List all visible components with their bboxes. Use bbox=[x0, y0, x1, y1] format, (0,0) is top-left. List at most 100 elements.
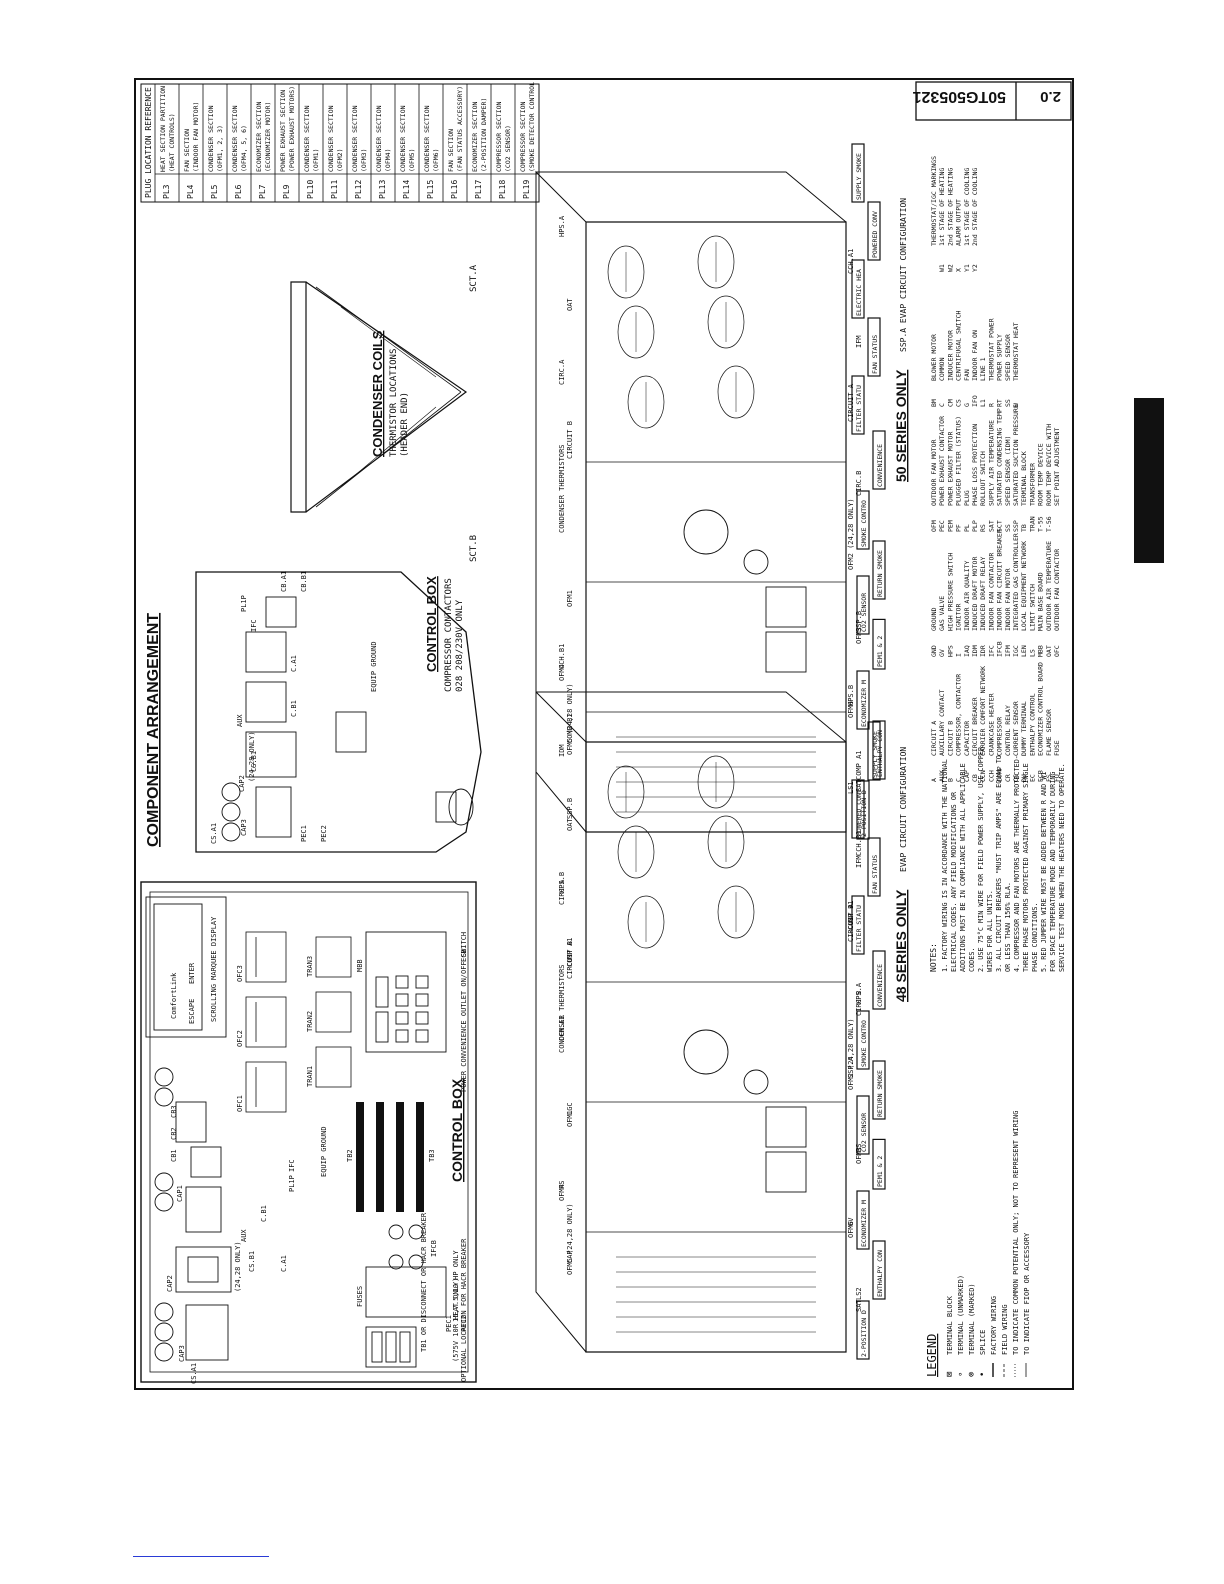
abbrev-meaning: ECONOMIZER CONTROL BOARD bbox=[1037, 662, 1045, 756]
legend: LEGEND⊠TERMINAL BLOCK∘TERMINAL (UNMARKED… bbox=[925, 1111, 1031, 1377]
abbrev-meaning: INDOOR FAN CONTACTOR bbox=[987, 553, 995, 631]
abbrev-meaning: CIRCUIT B bbox=[946, 721, 954, 756]
legend-text: TERMINAL BLOCK bbox=[946, 1295, 954, 1355]
abbrev-meaning: CONTROL RELAY bbox=[1004, 705, 1012, 756]
abbrev-meaning: LOCAL EQUIPMENT NETWORK bbox=[1020, 541, 1028, 631]
condenser-coils-subtitle: THERMISTOR LOCATIONS bbox=[389, 349, 399, 457]
abbrev-code: Y2 bbox=[971, 264, 979, 272]
unit-caption: 50 SERIES ONLY bbox=[893, 369, 909, 482]
cbr-label: CAP3 bbox=[240, 819, 248, 836]
note-line: SERVICE TEST MODE WHEN THE HEATERS NEED … bbox=[1058, 763, 1066, 972]
note-line: THREE PHASE MOTORS PROTECTED AGAINST PRI… bbox=[1022, 763, 1030, 972]
plug-desc: CONDENSER SECTION bbox=[231, 105, 239, 172]
cbr-label: PL1P bbox=[240, 595, 248, 612]
abbrev-code: C bbox=[938, 403, 946, 407]
contactors bbox=[245, 931, 287, 1113]
callout-box bbox=[856, 1300, 870, 1360]
cbl-label: ECB bbox=[460, 949, 468, 962]
cbl-label: IFC bbox=[288, 1159, 296, 1172]
callout-box bbox=[872, 720, 886, 780]
cbl-label: OFC2 bbox=[236, 1030, 244, 1047]
abbrev-meaning: THERMOSTAT HEAT bbox=[1012, 322, 1020, 381]
abbrev-meaning: COMMON bbox=[938, 357, 946, 381]
plug-code: PL4 bbox=[186, 184, 195, 199]
callout-label: ECONOMIZER M bbox=[860, 680, 868, 727]
abbrev-meaning: 1st STAGE OF HEATING bbox=[938, 168, 946, 246]
callout-label: FILTER STATU bbox=[855, 905, 863, 952]
plug-code: PL19 bbox=[522, 180, 531, 199]
abbrev-meaning: INDOOR FAN CIRCUIT BREAKER bbox=[996, 529, 1004, 631]
page-title: COMPONENT ARRANGEMENT bbox=[145, 613, 162, 847]
abbrev-meaning: INTEGRATED GAS CONTROLLER bbox=[1012, 533, 1020, 631]
component-label: OFM4 bbox=[558, 1184, 566, 1201]
cbl-label: SCROLLING MARQUEE DISPLAY bbox=[210, 916, 218, 1022]
abbrev-meaning: INDOOR FAN ON bbox=[971, 330, 979, 381]
callout-box bbox=[867, 721, 881, 781]
component-label: OFM6 bbox=[847, 701, 855, 718]
note-line: 1. FACTORY WIRING IS IN ACCORDANCE WITH … bbox=[941, 759, 949, 972]
note-line: 3. ALL CIRCUIT BREAKERS "MUST TRIP AMPS"… bbox=[995, 755, 1003, 972]
abbrev-meaning: ENTHALPY CONTROL bbox=[1028, 693, 1036, 756]
callout-label: PEM1 & 2 bbox=[876, 1156, 884, 1187]
component-label: CAP bbox=[566, 1250, 574, 1263]
abbrev-meaning: PHASE LOSS PROTECTION bbox=[971, 424, 979, 506]
plug-code: PL12 bbox=[354, 180, 363, 199]
abbrev-code: T-55 bbox=[1037, 516, 1045, 532]
component-label: CONDENSER THERMISTORS bbox=[558, 444, 566, 533]
abbrev-code: CM bbox=[946, 399, 954, 407]
terminal-strips bbox=[356, 1102, 424, 1212]
abbrev-code: G bbox=[963, 403, 971, 407]
callout-label: CONVENIENCE bbox=[876, 444, 884, 487]
plug-code: PL6 bbox=[234, 184, 243, 199]
footer-link-underline[interactable] bbox=[133, 1556, 269, 1557]
abbrev-code: W1 bbox=[938, 264, 946, 272]
abbrev-code: IFCB bbox=[996, 641, 1004, 657]
plug-desc: FAN SECTION bbox=[447, 129, 455, 172]
cbr-label: CS.B1 bbox=[250, 751, 258, 772]
callout-label: 2-POSITION D bbox=[860, 790, 868, 837]
cbl-label: PEC2 bbox=[460, 1315, 468, 1332]
condenser-coils-subtitle2: (HEADER END) bbox=[400, 392, 410, 457]
note-line: WIRES FOR ALL UNITS. bbox=[986, 890, 994, 972]
abbrev-code: AUX bbox=[938, 770, 946, 782]
cbr-label: C.B1 bbox=[290, 700, 298, 717]
plug-desc: (SMOKE DETECTOR CONTROL MODULE) bbox=[528, 80, 536, 172]
component-label: OFM2 (24,28 ONLY) bbox=[847, 1018, 855, 1090]
callout-box bbox=[856, 780, 870, 840]
callout-box bbox=[851, 375, 865, 435]
cbr-label: PEC2 bbox=[320, 825, 328, 842]
abbrev-code: PL bbox=[963, 524, 971, 532]
cbl-label: (24,28 ONLY) bbox=[234, 1241, 242, 1292]
abbrev-meaning: OUTDOOR FAN MOTOR bbox=[930, 439, 938, 506]
cap-components bbox=[154, 1067, 232, 1362]
callout-label: 2-POSITION D bbox=[860, 1310, 868, 1357]
component-label: CCH.B1 bbox=[855, 831, 863, 856]
legend-text: TO INDICATE FIOP OR ACCESSORY bbox=[1023, 1232, 1031, 1355]
abbrev-code: LS bbox=[1028, 649, 1036, 657]
component-label: OFM1 bbox=[566, 590, 574, 607]
plug-desc: (OFM1) bbox=[312, 149, 320, 172]
callout-label: SUPPLY SMOKE bbox=[871, 731, 879, 778]
cbl-label: EQUIP GROUND bbox=[320, 1126, 328, 1177]
callout-box bbox=[872, 430, 886, 490]
abbrev-meaning: SUPPLY AIR TEMPERATURE bbox=[987, 420, 995, 506]
abbrev-meaning: CAPACITOR bbox=[963, 721, 971, 756]
transformers bbox=[315, 936, 352, 1088]
legend-symbol: ∘ bbox=[956, 1372, 966, 1377]
note-line: ADDITIONS MUST BE IN COMPLIANCE WITH ALL… bbox=[959, 763, 967, 972]
plug-code: PL16 bbox=[450, 180, 459, 199]
abbrev-meaning: 1st STAGE OF COOLING bbox=[963, 168, 971, 246]
abbrev-code: BM bbox=[930, 399, 938, 407]
cbl-label: TB2 bbox=[346, 1149, 354, 1162]
notes-title: NOTES: bbox=[929, 943, 938, 972]
note-line: 2. USE 75°C MIN WIRE FOR FIELD POWER SUP… bbox=[977, 746, 985, 972]
callout-label: CONVENIENCE bbox=[876, 964, 884, 1007]
abbrev-code: IAQ bbox=[963, 645, 971, 657]
abbrev-code: W2 bbox=[946, 264, 954, 272]
abbrev-code: COMP bbox=[996, 766, 1004, 782]
component-label: OFM1 bbox=[566, 1110, 574, 1127]
abbrev-meaning: CRANKCASE HEATER bbox=[987, 693, 995, 756]
